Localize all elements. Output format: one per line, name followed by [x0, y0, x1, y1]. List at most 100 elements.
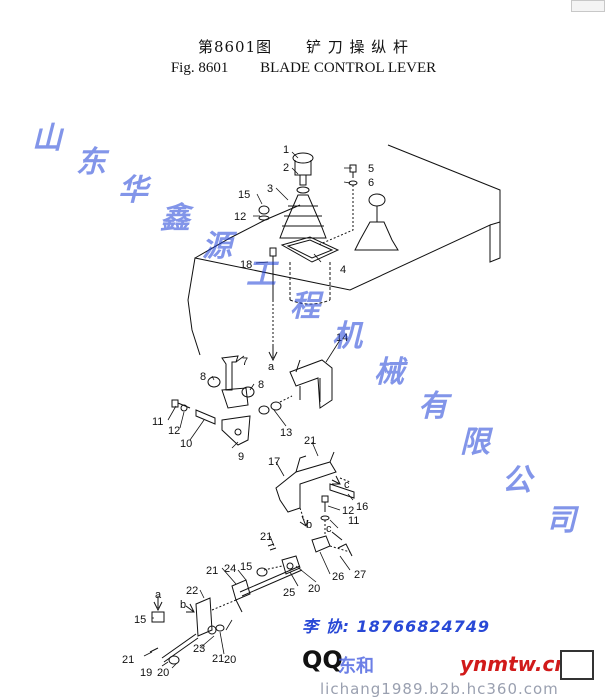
watermark-brand-cn: 东和 [338, 656, 374, 677]
rod-19 [161, 633, 197, 659]
callout-12c: 12 [342, 505, 354, 517]
label-a-top: a [268, 361, 275, 373]
joint-20-upper [281, 555, 301, 575]
callout-7: 7 [242, 356, 248, 368]
bolt-18 [269, 247, 277, 300]
bracket-9 [221, 387, 249, 409]
callout-8a: 8 [200, 371, 206, 383]
watermark-char-12: 公 [502, 463, 536, 498]
right-lever-knob [368, 193, 386, 207]
pin-10 [195, 409, 216, 425]
watermark-char-5: 源 [202, 229, 238, 264]
knob-body [294, 160, 312, 176]
callout-14: 14 [336, 332, 348, 344]
callout-18: 18 [240, 259, 252, 271]
callout-27: 27 [354, 569, 366, 581]
watermark-char-8: 机 [332, 319, 364, 354]
callout-16: 16 [356, 501, 368, 513]
label-a-bottom: a [155, 589, 162, 601]
callout-20c: 20 [224, 654, 236, 666]
callout-26: 26 [332, 571, 344, 583]
callout-21d: 21 [122, 654, 134, 666]
rod-25 [239, 565, 301, 593]
arrow-a-top [268, 345, 278, 362]
callout-9: 9 [238, 451, 244, 463]
callout-4: 4 [340, 264, 346, 276]
figure-number-en: Fig. 8601 [170, 60, 229, 76]
arrow-c-bottom [331, 531, 343, 541]
watermark-char-4: 鑫 [160, 201, 195, 236]
callout-11b: 11 [348, 515, 359, 527]
callout-21a: 21 [304, 435, 316, 447]
figure-name-en: BLADE CONTROL LEVER [260, 60, 437, 76]
knob-top [292, 152, 314, 164]
watermark-site-logo-box [560, 650, 594, 680]
callout-20b: 20 [157, 667, 169, 679]
watermark-char-7: 程 [290, 289, 324, 324]
callout-15b: 15 [240, 561, 252, 573]
callout-25: 25 [283, 587, 295, 599]
callout-15c: 15 [134, 614, 146, 626]
joint-26 [311, 535, 331, 553]
watermark-url: lichang1989.b2b.hc360.com [320, 680, 559, 698]
callout-21e: 21 [212, 653, 224, 665]
callout-1: 1 [283, 144, 289, 156]
callout-10: 10 [180, 438, 192, 450]
bracket-14 [289, 359, 333, 409]
callout-21b: 21 [260, 531, 272, 543]
rubber-boot [279, 194, 327, 239]
watermark-char-1: 山 [32, 121, 65, 156]
callout-8b: 8 [258, 379, 264, 391]
callout-19: 19 [140, 667, 152, 679]
lever-7 [221, 355, 239, 391]
label-c-top: c [344, 479, 350, 491]
watermark-brand-latin: QQ [302, 646, 343, 674]
callout-12b: 12 [168, 425, 180, 437]
callout-21c: 21 [206, 565, 218, 577]
callout-6: 6 [368, 177, 374, 189]
watermark-char-9: 械 [374, 355, 408, 390]
callout-11a: 11 [152, 416, 163, 428]
spring-pin-27 [337, 543, 353, 557]
watermark-char-10: 有 [418, 389, 453, 424]
figure-number-cn: 第8601图 [197, 38, 273, 56]
figure-name-cn: 铲 刀 操 纵 杆 [305, 38, 410, 56]
bracket-22 [231, 579, 251, 601]
callout-22: 22 [186, 585, 198, 597]
callout-24: 24 [224, 563, 236, 575]
label-b-top: b [306, 519, 312, 531]
watermark-char-3: 华 [118, 173, 152, 208]
cover-plate [280, 236, 340, 263]
callout-12a: 12 [234, 211, 246, 223]
corner-button[interactable] [571, 0, 605, 12]
watermark-char-2: 东 [76, 145, 110, 180]
figure-title-en: Fig. 8601 BLADE CONTROL LEVER [0, 60, 607, 77]
watermark-char-13: 司 [546, 503, 580, 538]
watermark-site: ynmtw.cn [460, 652, 569, 676]
callout-13: 13 [280, 427, 292, 439]
callout-20a: 20 [308, 583, 320, 595]
watermark-char-11: 限 [460, 425, 494, 460]
watermark-phone: 李 协: 18766824749 [302, 617, 491, 636]
label-c-bottom: c [326, 523, 332, 535]
pin-16 [329, 483, 355, 499]
callout-23: 23 [193, 643, 205, 655]
label-b-bottom: b [180, 599, 186, 611]
right-lever-boot [354, 221, 399, 251]
callout-5: 5 [368, 163, 374, 175]
arrow-b-bottom [185, 603, 195, 613]
figure-title-cn: 第8601图 铲 刀 操 纵 杆 [0, 36, 607, 57]
watermark-char-6: 工 [246, 257, 280, 292]
callout-2: 2 [283, 162, 289, 174]
arrow-a-bottom [153, 596, 163, 612]
panel-outline [187, 144, 501, 356]
panel-edge [194, 204, 301, 259]
arrow-c-top [331, 475, 341, 485]
callout-15a: 15 [238, 189, 250, 201]
callout-3: 3 [267, 183, 273, 195]
lever-17 [275, 461, 337, 513]
lever-arm-22 [195, 597, 213, 637]
callout-17: 17 [268, 456, 280, 468]
